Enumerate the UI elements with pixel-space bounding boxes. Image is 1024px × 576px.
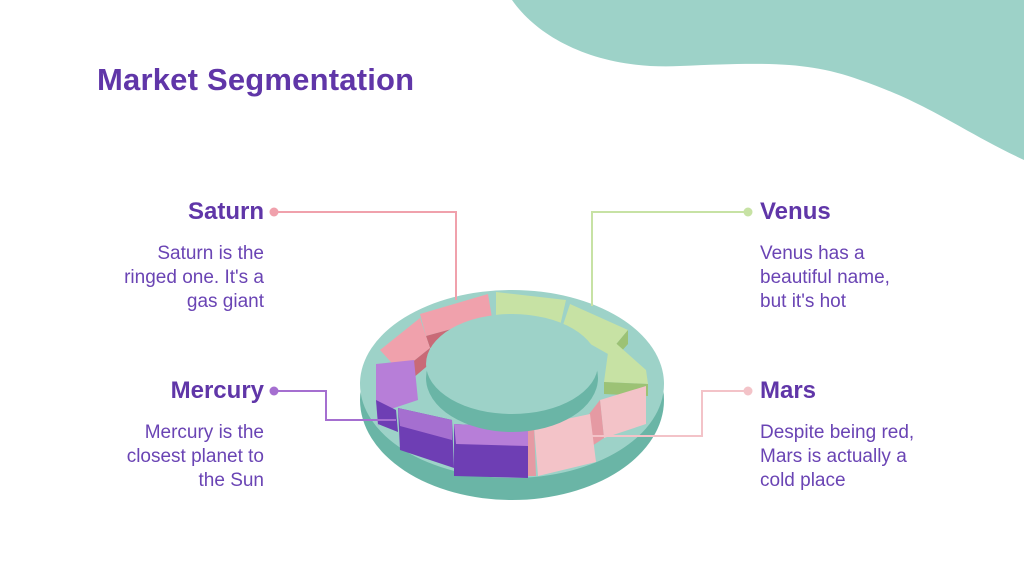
connector-mars	[584, 386, 753, 437]
segment-description: Saturn is the ringed one. It's a gas gia…	[124, 243, 264, 312]
ring-segment	[528, 426, 536, 476]
segment-mercury: Mercury Mercury is the closest planet to…	[64, 377, 264, 493]
ring-segment	[420, 294, 492, 336]
segment-description: Mercury is the closest planet to the Sun	[126, 422, 264, 491]
segment-description: Venus has a beautiful name, but it's hot	[760, 243, 890, 312]
ring-segment	[398, 408, 452, 440]
center-hub-top	[426, 314, 598, 414]
connector-saturn	[269, 207, 457, 300]
segment-mars: Mars Despite being red, Mars is actually…	[760, 377, 960, 493]
connector-venus	[591, 207, 753, 306]
segment-title: Mercury	[170, 377, 264, 404]
ring-segment	[534, 414, 596, 476]
ring-segments-mars	[528, 386, 646, 476]
page-title: Market Segmentation	[97, 62, 415, 97]
ring-segments-mercury	[376, 360, 528, 478]
ring-segment	[604, 338, 648, 384]
segment-title: Saturn	[187, 198, 264, 225]
segment-title: Mars	[760, 377, 817, 404]
ring-segment	[600, 386, 646, 438]
ring-segment	[380, 318, 430, 372]
ring-segment	[376, 400, 398, 432]
segment-description: Despite being red, Mars is actually a co…	[760, 422, 915, 491]
segment-saturn: Saturn Saturn is the ringed one. It's a …	[64, 198, 264, 314]
segment-venus: Venus Venus has a beautiful name, but it…	[760, 198, 960, 314]
segment-title: Venus	[760, 198, 831, 225]
teal-wave-shape	[512, 0, 1024, 160]
connector-mercury	[269, 386, 396, 421]
